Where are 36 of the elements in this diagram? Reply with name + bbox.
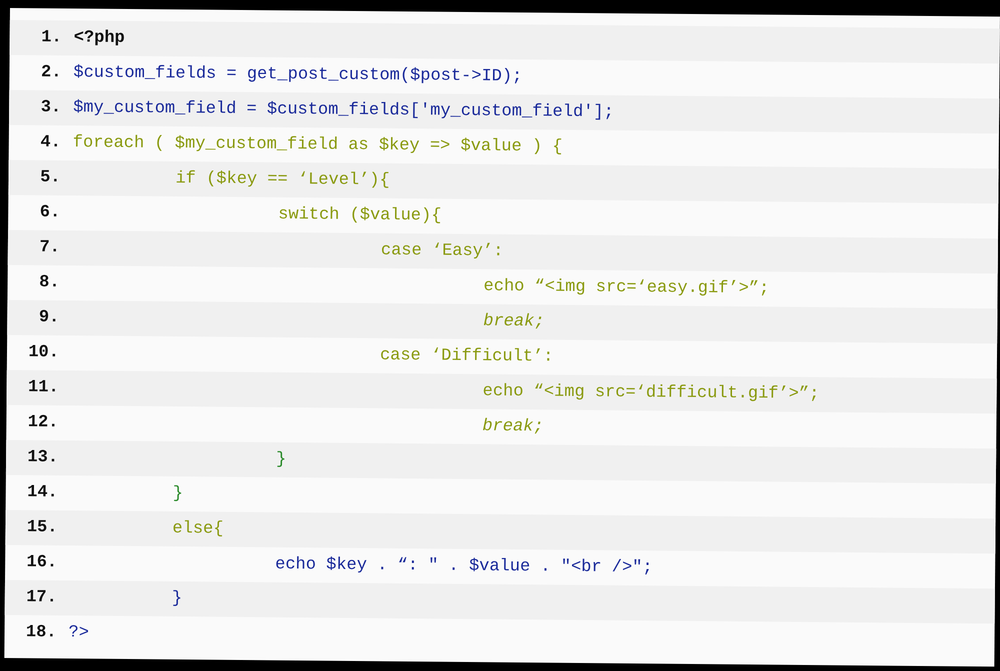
line-number: 3. [40, 98, 62, 118]
code-line: } [276, 450, 286, 470]
line-number: 10. [27, 343, 60, 362]
code-line: switch ($value){ [278, 205, 442, 226]
code-line: case ‘Easy’: [380, 241, 504, 262]
code-line: } [172, 484, 184, 504]
line-number: 17. [25, 588, 57, 608]
code-line: else{ [172, 519, 224, 539]
line-number: 5. [39, 168, 61, 188]
code-line: } [172, 589, 182, 609]
line-number: 6. [38, 203, 60, 222]
code-line: break; [482, 417, 544, 437]
code-line: break; [483, 312, 545, 332]
code-line: ?> [68, 624, 90, 643]
line-number: 11. [27, 378, 59, 398]
line-number: 14. [26, 483, 58, 502]
line-number: 1. [40, 28, 62, 48]
line-number: 2. [40, 63, 62, 82]
code-line: <?php [74, 28, 125, 48]
line-number: 12. [26, 413, 58, 432]
line-number: 15. [26, 518, 58, 538]
code-line: if ($key == ‘Level’){ [175, 169, 390, 190]
code-line: $custom_fields = get_post_custom($post->ID); [73, 64, 522, 86]
line-number: 13. [26, 448, 58, 468]
line-number: 4. [39, 133, 61, 152]
code-line: case ‘Difficult’: [380, 346, 554, 367]
code-line: $my_custom_field = $custom_fields['my_custom_field']; [73, 98, 614, 122]
code-line: echo “<img src=‘easy.gif’>”; [484, 277, 770, 299]
line-number: 7. [38, 238, 60, 258]
line-number: 9. [38, 308, 60, 328]
code-line: echo $key . “: " . $value . "<br />"; [275, 555, 653, 578]
line-number: 18. [24, 623, 57, 642]
code-line: foreach ( $my_custom_field as $key => $value ) { [72, 134, 563, 157]
code-line: echo “<img src=‘difficult.gif’>”; [482, 382, 820, 404]
line-number: 16. [25, 553, 58, 572]
line-number: 8. [38, 273, 60, 292]
